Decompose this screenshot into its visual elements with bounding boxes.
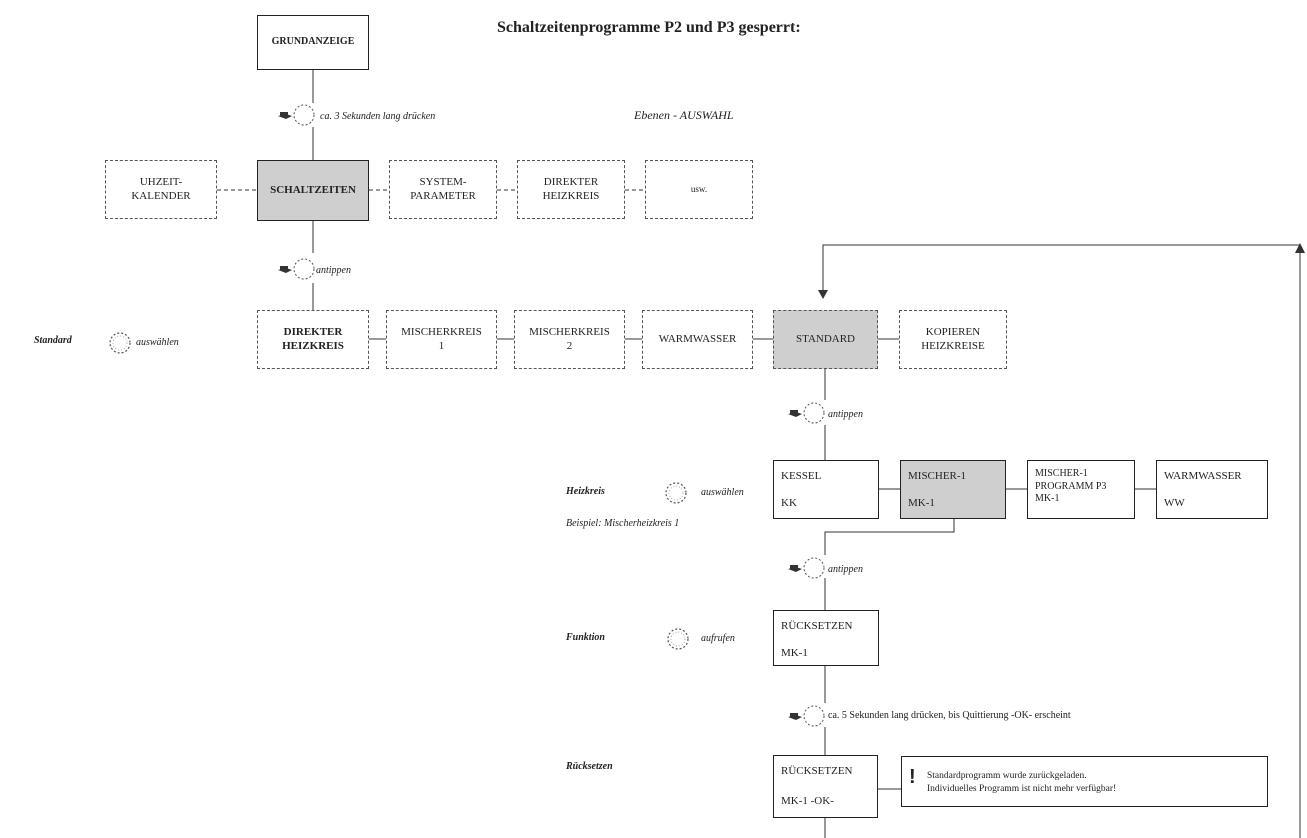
warmwasser-ww-label-1: WARMWASSER: [1164, 470, 1242, 482]
exclamation-icon: !: [909, 766, 916, 788]
hand-press-icon: [276, 103, 316, 129]
note-line-2: Individuelles Programm ist nicht mehr ve…: [927, 784, 1117, 794]
mischer1-programm-p3-box: MISCHER-1 PROGRAMM P3 MK-1: [1027, 460, 1135, 519]
standard-box-label: STANDARD: [795, 332, 855, 345]
diagram-title: Schaltzeitenprogramme P2 und P3 gesperrt…: [497, 19, 801, 36]
mischerkreis1-box: MISCHERKREIS 1: [386, 310, 497, 369]
dial-icon-standard: [108, 331, 132, 355]
kopieren-label-2: HEIZKREISE: [921, 339, 985, 352]
mischerkreis2-box: MISCHERKREIS 2: [514, 310, 625, 369]
ruecksetzen-ok-label-1: RÜCKSETZEN: [781, 765, 853, 777]
select-text-heizkreis: auswählen: [701, 487, 744, 498]
mischer1-label-1: MISCHER-1: [908, 470, 967, 482]
direkter-heizkreis-top-label-2: HEIZKREIS: [542, 189, 600, 202]
direkter-heizkreis-top-box: DIREKTER HEIZKREIS: [517, 160, 625, 219]
direkter-heizkreis-label-2: HEIZKREIS: [282, 339, 344, 352]
ruecksetzen-ok-label-2: MK-1 -OK-: [781, 795, 834, 808]
usw-label: usw.: [690, 183, 708, 194]
systemparameter-label-1: SYSTEM-: [419, 175, 467, 188]
uhrzeit-label-2: KALENDER: [131, 189, 191, 202]
warmwasser-ww-label-2: WW: [1164, 497, 1185, 510]
mischerkreis2-label-2: 2: [566, 339, 573, 352]
direkter-heizkreis-top-label-1: DIREKTER: [543, 175, 599, 188]
tap-text-3: antippen: [828, 564, 863, 575]
dial-icon-heizkreis: [664, 481, 688, 505]
funktion-side-label: Funktion: [566, 632, 605, 643]
systemparameter-box: SYSTEM- PARAMETER: [389, 160, 497, 219]
heizkreis-side-label: Heizkreis: [566, 486, 605, 497]
usw-box: usw.: [645, 160, 753, 219]
ruecksetzen-box: RÜCKSETZEN MK-1: [773, 610, 879, 666]
reset-note-box: ! Standardprogramm wurde zurückgeladen. …: [901, 756, 1268, 807]
hand-tap-icon-3: [786, 556, 826, 582]
tap-text-2: antippen: [828, 409, 863, 420]
warmwasser-box: WARMWASSER: [642, 310, 753, 369]
ruecksetzen-label-1: RÜCKSETZEN: [781, 620, 853, 632]
grundanzeige-label: GRUNDANZEIGE: [271, 36, 355, 48]
kessel-label-2: KK: [781, 497, 797, 510]
hand-tap-icon: [276, 257, 316, 283]
schaltzeiten-box: SCHALTZEITEN: [257, 160, 369, 221]
mischer1-p3-label-2: PROGRAMM P3: [1035, 480, 1107, 492]
warmwasser-ww-box: WARMWASSER WW: [1156, 460, 1268, 519]
kopieren-label-1: KOPIEREN: [925, 325, 981, 338]
kessel-label-1: KESSEL: [781, 470, 822, 482]
select-text-standard: auswählen: [136, 337, 179, 348]
ruecksetzen-label-2: MK-1: [781, 647, 808, 660]
standard-box: STANDARD: [773, 310, 878, 369]
mischerkreis2-label-1: MISCHERKREIS: [529, 325, 610, 338]
mischer1-p3-label-3: MK-1: [1035, 493, 1060, 504]
mischerkreis1-label-1: MISCHERKREIS: [401, 325, 482, 338]
press-5s-text: ca. 5 Sekunden lang drücken, bis Quittie…: [828, 710, 1071, 721]
schaltzeiten-label: SCHALTZEITEN: [270, 183, 356, 196]
kessel-box: KESSEL KK: [773, 460, 879, 519]
standard-side-label: Standard: [34, 335, 72, 346]
call-text-funktion: aufrufen: [701, 633, 735, 644]
direkter-heizkreis-label-1: DIREKTER: [283, 325, 343, 338]
uhrzeit-kalender-box: UHZEIT- KALENDER: [105, 160, 217, 219]
warmwasser-label: WARMWASSER: [658, 332, 737, 345]
kopieren-heizkreise-box: KOPIEREN HEIZKREISE: [899, 310, 1007, 369]
grundanzeige-box: GRUNDANZEIGE: [257, 15, 369, 70]
ebenen-auswahl-label: Ebenen - AUSWAHL: [634, 108, 734, 122]
mischer1-label-2: MK-1: [908, 497, 935, 510]
dial-icon-funktion: [666, 627, 690, 651]
uhrzeit-label-1: UHZEIT-: [139, 175, 183, 188]
hand-press-5s-icon: [786, 704, 826, 730]
mischerkreis1-label-2: 1: [438, 339, 445, 352]
mischer1-box: MISCHER-1 MK-1: [900, 460, 1006, 519]
note-line-1: Standardprogramm wurde zurückgeladen.: [927, 771, 1087, 781]
systemparameter-label-2: PARAMETER: [410, 189, 476, 202]
mischer1-p3-label-1: MISCHER-1: [1035, 468, 1088, 479]
beispiel-label: Beispiel: Mischerheizkreis 1: [566, 518, 680, 529]
ruecksetzen-ok-box: RÜCKSETZEN MK-1 -OK-: [773, 755, 878, 818]
tap-text-1: antippen: [316, 265, 351, 276]
direkter-heizkreis-box: DIREKTER HEIZKREIS: [257, 310, 369, 369]
ruecksetzen-side-label: Rücksetzen: [566, 761, 613, 772]
hand-tap-icon-2: [786, 401, 826, 427]
press-3s-text: ca. 3 Sekunden lang drücken: [320, 111, 436, 122]
